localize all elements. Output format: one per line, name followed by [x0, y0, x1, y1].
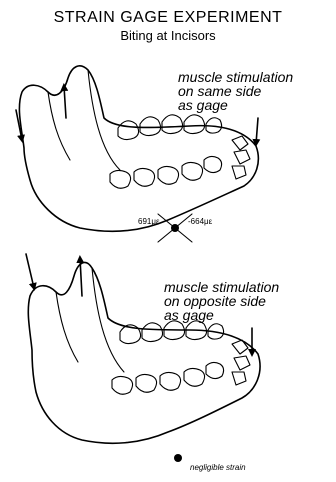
tooth — [112, 376, 133, 394]
ramus-line — [56, 292, 78, 362]
figure-subtitle: Biting at Incisors — [120, 28, 216, 43]
tooth — [158, 166, 179, 184]
panel-1-note-line-3: as gage — [178, 97, 228, 113]
tooth — [234, 150, 250, 164]
tooth — [232, 136, 248, 150]
ramus-line — [92, 268, 124, 372]
panel-opposite-side: negligible strain muscle stimulation on … — [26, 254, 279, 472]
panel-same-side: 691με -664με muscle stimulation on same … — [16, 66, 293, 242]
negligible-strain-label: negligible strain — [190, 463, 246, 472]
tooth — [184, 115, 205, 134]
upper-teeth — [120, 321, 224, 344]
tooth — [182, 162, 203, 180]
incisors — [232, 136, 250, 179]
tooth — [184, 368, 205, 386]
ramus-line — [48, 92, 70, 160]
tooth — [110, 170, 131, 188]
tooth — [162, 115, 183, 134]
incisors — [232, 340, 250, 385]
tooth — [142, 323, 163, 342]
lower-teeth — [112, 362, 224, 394]
strain-gauge-dot — [174, 454, 182, 462]
lower-teeth — [110, 156, 222, 188]
muscle-arrow-up — [64, 86, 66, 118]
tooth — [160, 372, 181, 390]
strain-value-right: -664με — [188, 217, 213, 226]
tooth — [140, 117, 161, 136]
tooth — [232, 372, 246, 385]
tooth — [232, 166, 246, 179]
panel-2-note-line-3: as gage — [164, 307, 214, 323]
tooth — [118, 121, 139, 140]
figure-title: STRAIN GAGE EXPERIMENT — [54, 9, 283, 26]
muscle-arrow-down — [26, 254, 34, 288]
tooth — [204, 156, 222, 172]
strain-gauge-rosette — [158, 214, 192, 242]
tooth — [136, 374, 157, 392]
bite-arrow — [256, 118, 258, 144]
tooth — [206, 362, 224, 378]
tooth — [234, 356, 250, 370]
ramus-line — [88, 70, 120, 170]
strain-value-left: 691με — [138, 217, 160, 226]
tooth — [134, 168, 155, 186]
